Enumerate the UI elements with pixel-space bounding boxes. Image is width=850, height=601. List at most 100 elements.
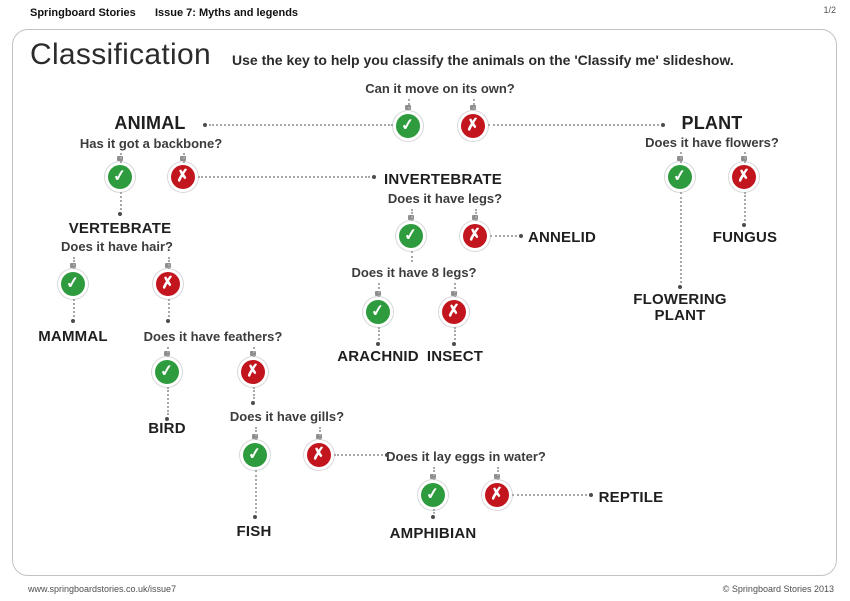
label-invertebrate: INVERTEBRATE — [384, 171, 502, 188]
connector-line-v — [183, 153, 185, 163]
check-icon: ✓ — [403, 226, 419, 245]
check-icon: ✓ — [400, 116, 416, 135]
connector-dot — [589, 493, 593, 497]
connector-dot — [251, 401, 255, 405]
no-circle-move: ✗ — [461, 105, 485, 138]
brand-name: Springboard Stories — [30, 7, 136, 19]
page-frame — [12, 29, 837, 576]
connector-dot — [203, 123, 207, 127]
connector-dot — [661, 123, 665, 127]
yes-circle-eggs: ✓ — [421, 474, 445, 507]
connector-line-v — [475, 209, 477, 221]
question-feathers: Does it have feathers? — [143, 329, 283, 344]
connector-line-v — [378, 327, 380, 340]
no-circle-flowers: ✗ — [732, 156, 756, 189]
connector-line-h — [198, 176, 370, 178]
question-hair: Does it have hair? — [61, 239, 173, 254]
yes-circle-hair: ✓ — [61, 263, 85, 296]
question-8legs: Does it have 8 legs? — [351, 265, 477, 280]
question-backbone: Has it got a backbone? — [79, 136, 223, 151]
connector-dot — [742, 223, 746, 227]
yes-circle-feathers: ✓ — [155, 351, 179, 384]
label-reptile: REPTILE — [598, 489, 664, 506]
connector-line-v — [378, 283, 380, 297]
connector-line-v — [167, 347, 169, 357]
no-circle-hair: ✗ — [156, 263, 180, 296]
check-icon: ✓ — [159, 362, 175, 381]
connector-line-v — [319, 427, 321, 440]
yes-circle-8legs: ✓ — [366, 291, 390, 324]
connector-line-v — [454, 283, 456, 297]
yes-circle-backbone: ✓ — [108, 156, 132, 189]
label-vertebrate: VERTEBRATE — [68, 220, 172, 237]
cross-icon: ✗ — [446, 302, 462, 321]
yes-circle-legs: ✓ — [399, 215, 423, 248]
connector-line-v — [744, 192, 746, 221]
connector-dot — [431, 515, 435, 519]
connector-dot — [372, 175, 376, 179]
check-icon: ✓ — [112, 167, 128, 186]
cross-icon: ✗ — [175, 167, 191, 186]
label-fungus: FUNGUS — [712, 229, 778, 246]
connector-line-h — [488, 124, 659, 126]
connector-dot — [71, 319, 75, 323]
connector-dot — [253, 515, 257, 519]
cross-icon: ✗ — [245, 362, 261, 381]
connector-line-h — [490, 235, 517, 237]
cross-icon: ✗ — [311, 445, 327, 464]
connector-line-v — [255, 470, 257, 513]
check-icon: ✓ — [247, 445, 263, 464]
no-circle-eggs: ✗ — [485, 474, 509, 507]
page-number: 1/2 — [823, 5, 836, 15]
connector-line-v — [411, 251, 413, 262]
label-amphibian: AMPHIBIAN — [389, 525, 477, 542]
connector-line-v — [433, 467, 435, 480]
no-circle-gills: ✗ — [307, 434, 331, 467]
label-arachnid: ARACHNID — [337, 348, 419, 365]
connector-line-v — [454, 327, 456, 340]
question-flowers: Does it have flowers? — [645, 135, 779, 150]
connector-line-v — [680, 192, 682, 283]
connector-dot — [165, 417, 169, 421]
yes-circle-gills: ✓ — [243, 434, 267, 467]
connector-line-v — [167, 387, 169, 415]
connector-line-v — [744, 152, 746, 163]
connector-line-v — [120, 153, 122, 163]
cross-icon: ✗ — [736, 167, 752, 186]
connector-line-v — [497, 467, 499, 480]
cross-icon: ✗ — [489, 485, 505, 504]
issue-title: Issue 7: Myths and legends — [155, 7, 299, 19]
question-gills: Does it have gills? — [229, 409, 345, 424]
question-move: Can it move on its own? — [365, 81, 515, 96]
connector-line-v — [168, 257, 170, 269]
connector-line-v — [253, 387, 255, 399]
instructions: Use the key to help you classify the ani… — [232, 52, 734, 68]
label-flowering-plant: FLOWERING PLANT — [633, 291, 727, 324]
connector-dot — [519, 234, 523, 238]
connector-line-v — [168, 299, 170, 317]
connector-line-v — [433, 509, 435, 514]
footer-copyright: © Springboard Stories 2013 — [722, 584, 834, 594]
connector-line-v — [73, 257, 75, 269]
connector-line-v — [408, 99, 410, 109]
connector-line-v — [120, 192, 122, 210]
label-mammal: MAMMAL — [38, 328, 108, 345]
question-legs: Does it have legs? — [387, 191, 503, 206]
no-circle-8legs: ✗ — [442, 291, 466, 324]
connector-line-v — [255, 427, 257, 440]
label-insect: INSECT — [426, 348, 484, 365]
check-icon: ✓ — [370, 302, 386, 321]
connector-dot — [385, 453, 389, 457]
check-icon: ✓ — [65, 274, 81, 293]
check-icon: ✓ — [425, 485, 441, 504]
label-annelid: ANNELID — [527, 229, 597, 246]
label-fish: FISH — [236, 523, 272, 540]
cross-icon: ✗ — [465, 116, 481, 135]
check-icon: ✓ — [672, 167, 688, 186]
connector-line-v — [473, 99, 475, 109]
connector-line-h — [512, 494, 587, 496]
connector-line-h — [209, 124, 393, 126]
connector-dot — [376, 342, 380, 346]
connector-dot — [166, 319, 170, 323]
